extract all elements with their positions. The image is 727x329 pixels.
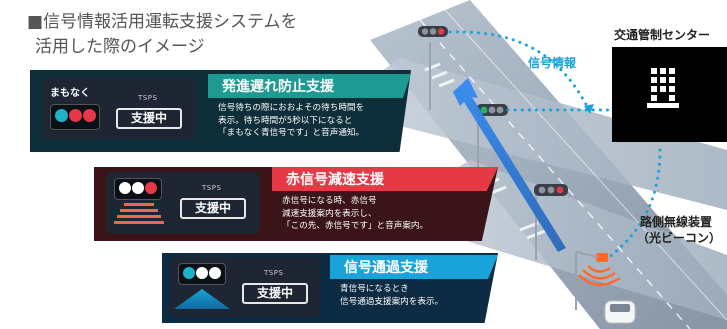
signal-display (50, 104, 100, 130)
traffic-light-icon (418, 26, 448, 37)
card-2-status: 支援中 (180, 198, 246, 219)
card-3-heading: 信号通過支援 (330, 255, 498, 279)
roadside-label-1: 路側無線装置 (640, 215, 713, 229)
traffic-light-icon-2 (476, 104, 508, 116)
card-1-body: 信号待ちの際におおよその待ち時間を 表示。待ち時間が5秒以下になると 「まもなく… (208, 98, 408, 140)
support-card-start-delay: 発進遅れ防止支援 信号待ちの際におおよその待ち時間を 表示。待ち時間が5秒以下に… (30, 70, 411, 152)
signal-display (178, 263, 226, 285)
card-1-tsps: TSPS (138, 94, 158, 102)
card-2-body: 赤信号になる時、赤信号 減速支援案内を表示し、 「この先、赤信号です」と音声案内… (272, 191, 492, 233)
navi-display: TSPS 支援中 (106, 172, 260, 234)
card-1-body-line: 表示。待ち時間が5秒以下になると (218, 115, 353, 126)
title-line-2: 活用した際のイメージ (35, 37, 205, 57)
roadside-label-2: （光ビーコン） (637, 231, 722, 245)
card-2-heading: 赤信号減速支援 (272, 167, 498, 191)
decel-bars (114, 203, 164, 227)
arrow-icon (453, 78, 566, 252)
card-3-body: 青信号になるとき 信号通過支援案内を表示。 (330, 279, 495, 308)
support-card-signal-pass: 信号通過支援 青信号になるとき 信号通過支援案内を表示。 TSPS 支援中 (162, 253, 498, 323)
card-2-body-line: 赤信号になる時、赤信号 (282, 196, 377, 206)
card-1-caption: まもなく (50, 88, 90, 99)
page-title: ■信号情報活用運転支援システムを 活用した際のイメージ (27, 10, 347, 60)
card-3-status: 支援中 (242, 283, 308, 304)
title-line-1: ■信号情報活用運転支援システムを (27, 12, 298, 32)
signal-info-label: 信号情報 (528, 56, 577, 70)
card-2-body-line: 減速支援案内を表示し、 (282, 208, 377, 219)
car-icon (604, 300, 636, 324)
building-icon (612, 47, 727, 142)
card-1-body-line: 「まもなく青信号です」と音声通知。 (218, 128, 365, 138)
card-1-heading: 発進遅れ防止支援 (208, 74, 411, 98)
navi-display: まもなく TSPS 支援中 (42, 78, 196, 140)
signal-display (114, 178, 162, 200)
card-1-status: 支援中 (116, 108, 182, 129)
beacon-icon (575, 251, 621, 310)
card-2-tsps: TSPS (202, 184, 222, 192)
pass-arrow-shape (174, 289, 230, 309)
card-3-body-line: 青信号になるとき (340, 284, 409, 294)
navi-display: TSPS 支援中 (170, 257, 320, 317)
card-2-body-line: 「この先、赤信号です」と音声案内。 (282, 221, 429, 231)
card-3-body-line: 信号通過支援案内を表示。 (340, 296, 444, 307)
card-1-body-line: 信号待ちの際におおよその待ち時間を (218, 103, 365, 113)
traffic-light-icon-3 (534, 184, 568, 196)
control-center-label: 交通管制センター (614, 28, 711, 42)
support-card-red-decel: 赤信号減速支援 赤信号になる時、赤信号 減速支援案内を表示し、 「この先、赤信号… (94, 167, 498, 241)
card-3-tsps: TSPS (264, 269, 284, 277)
